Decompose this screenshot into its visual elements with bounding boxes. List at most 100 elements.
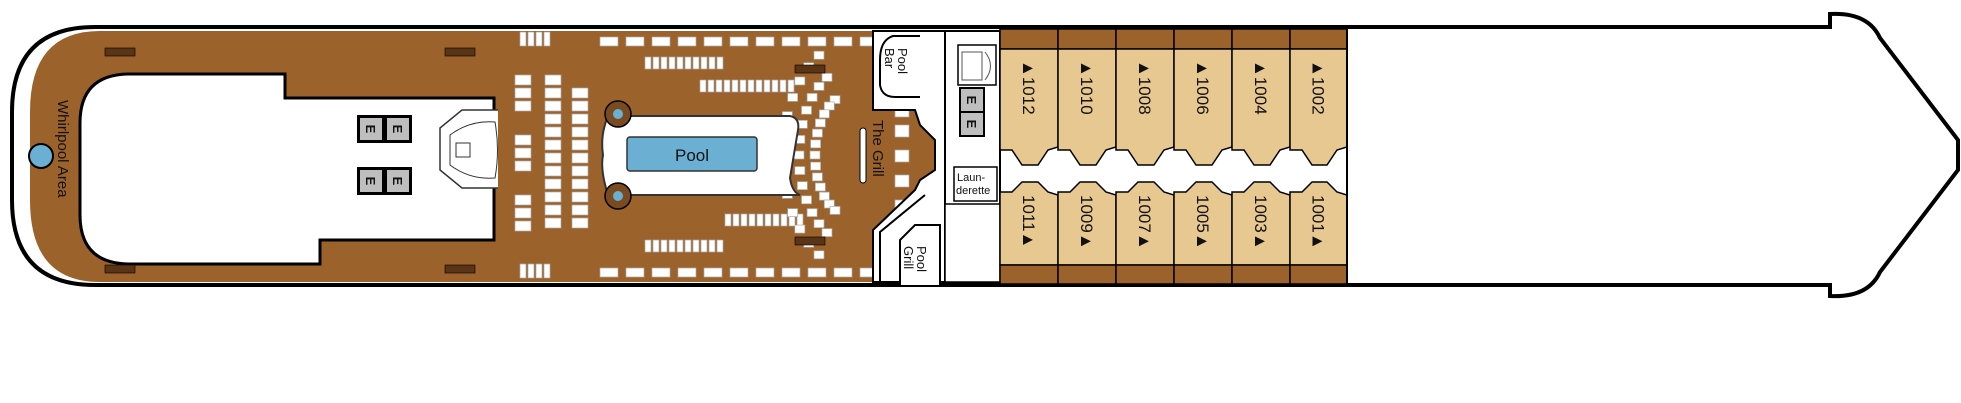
elevator: E	[358, 168, 384, 194]
lounger	[748, 213, 756, 227]
staircase-aft	[439, 109, 498, 189]
lounger	[894, 174, 910, 188]
lounger	[809, 150, 821, 160]
balcony-top	[1231, 28, 1291, 50]
lounger	[651, 36, 671, 47]
lounger	[527, 263, 535, 279]
lounger	[813, 250, 825, 260]
lounger	[652, 239, 660, 253]
lounger	[535, 263, 543, 279]
lounger	[815, 182, 826, 192]
lounger	[544, 113, 562, 125]
lounger	[514, 160, 532, 172]
lounger	[894, 149, 910, 163]
pool-bar-label: PoolBar	[882, 48, 910, 74]
lounger	[544, 191, 562, 203]
elevator-label: E	[390, 125, 405, 134]
pool-bar	[879, 35, 920, 98]
lounger	[527, 31, 535, 47]
lounger	[755, 79, 763, 93]
elevator: E	[385, 116, 411, 142]
lounger	[729, 36, 749, 47]
balcony-top	[999, 28, 1059, 50]
pool-grill-label: PoolGrill	[901, 246, 929, 272]
lounger	[812, 172, 823, 182]
lounger	[519, 263, 527, 279]
lounger	[807, 36, 827, 47]
whirlpool	[28, 143, 54, 169]
lounger	[724, 213, 732, 227]
elevator-label: E	[964, 120, 979, 129]
lounger	[771, 79, 779, 93]
lounger	[780, 213, 788, 227]
lounger	[829, 95, 841, 104]
lounger	[668, 239, 676, 253]
elevator-box	[358, 168, 384, 194]
vent	[794, 64, 826, 74]
cabin-number: 1011▲	[1019, 195, 1038, 248]
lounger	[801, 195, 812, 205]
lounger	[794, 76, 806, 86]
hot-tub-bottom	[604, 182, 632, 210]
lounger	[543, 263, 551, 279]
balcony-top	[1115, 28, 1175, 50]
lounger	[763, 79, 771, 93]
lounger	[716, 56, 724, 70]
lounger	[813, 50, 825, 60]
lounger	[700, 56, 708, 70]
launderette-label: Laun-derette	[956, 172, 990, 197]
balcony-top	[1289, 28, 1348, 50]
open-area-below	[78, 72, 496, 266]
balcony-top	[1057, 28, 1117, 50]
lounger	[703, 36, 723, 47]
lounger	[660, 239, 668, 253]
lounger	[571, 100, 589, 112]
lounger	[779, 79, 787, 93]
lounger	[571, 113, 589, 125]
lounger	[740, 213, 748, 227]
lounger	[708, 239, 716, 253]
whirlpool-area-label: Whirlpool Area	[54, 100, 71, 198]
lounger	[781, 267, 801, 278]
lounger	[819, 109, 830, 119]
lounger	[544, 178, 562, 190]
lounger	[652, 56, 660, 70]
lounger	[806, 208, 818, 217]
cabin-number: 1001▲	[1309, 195, 1328, 250]
lounger	[810, 139, 821, 149]
vent	[104, 264, 136, 274]
lounger	[787, 93, 798, 102]
cabins[interactable]: ▲10121011▲▲10101009▲▲10081007▲▲10061005▲…	[999, 28, 1348, 285]
lounger	[703, 267, 723, 278]
pool-label: Pool	[675, 146, 709, 165]
lounger	[729, 267, 749, 278]
balcony-top	[1173, 28, 1233, 50]
lounger	[543, 31, 551, 47]
lounger	[514, 87, 532, 99]
lounger	[806, 93, 818, 102]
lounger	[514, 134, 532, 146]
cabin-number: 1003▲	[1251, 195, 1270, 250]
lounger	[812, 128, 823, 138]
lounger	[599, 36, 619, 47]
lounger	[819, 191, 830, 201]
lounger	[644, 239, 652, 253]
lounger	[731, 79, 739, 93]
cabin-number: ▲1010	[1077, 60, 1096, 115]
elevator-box	[358, 116, 384, 142]
lounger	[821, 228, 833, 237]
lounger	[692, 239, 700, 253]
vent	[444, 264, 476, 274]
balcony-bottom	[1057, 264, 1117, 285]
lounger	[676, 239, 684, 253]
lounger	[571, 139, 589, 151]
lounger	[571, 87, 589, 99]
lounger	[807, 267, 827, 278]
elevator-label: E	[363, 125, 378, 134]
balcony-bottom	[1173, 264, 1233, 285]
lounger	[625, 267, 645, 278]
lounger	[894, 124, 910, 138]
lounger	[544, 204, 562, 216]
lounger	[544, 217, 562, 229]
